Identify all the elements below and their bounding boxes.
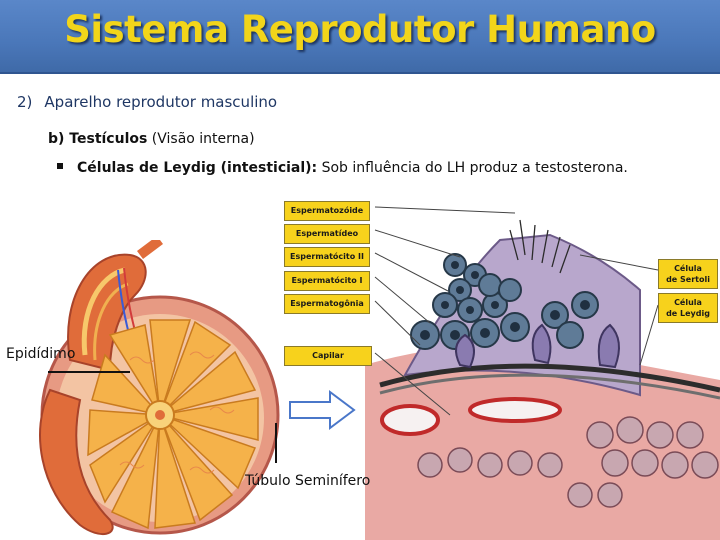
subtitle-text: Aparelho reprodutor masculino bbox=[44, 93, 278, 111]
right-arrow-icon bbox=[289, 390, 356, 430]
tubulo-leader-line bbox=[275, 423, 277, 463]
section-rest: (Visão interna) bbox=[147, 131, 255, 147]
label-epididimo: Epidídimo bbox=[6, 346, 76, 362]
tag-espermatocito-2: Espermatócito II bbox=[284, 247, 370, 267]
tag-leydig-line1: Célula bbox=[674, 298, 702, 307]
subtitle: 2) Aparelho reprodutor masculino bbox=[17, 93, 277, 111]
seminiferous-tubule-micro bbox=[365, 206, 720, 540]
tag-sertoli-line2: de Sertoli bbox=[666, 275, 710, 284]
epididimo-leader-line bbox=[48, 371, 130, 373]
tag-leydig-line2: de Leydig bbox=[666, 309, 710, 318]
tag-espermatideo: Espermatídeo bbox=[284, 224, 370, 244]
subtitle-number: 2) bbox=[17, 93, 33, 111]
section-bold: b) Testículos bbox=[48, 131, 148, 147]
bullet-bold: Células de Leydig (intesticial): bbox=[77, 160, 318, 176]
tag-sertoli-line1: Célula bbox=[674, 264, 702, 273]
bullet-item: Células de Leydig (intesticial): Sob inf… bbox=[57, 160, 628, 176]
bullet-icon bbox=[57, 163, 63, 169]
tag-espermatozoide: Espermatozóide bbox=[284, 201, 370, 221]
bullet-rest: Sob influência do LH produz a testostero… bbox=[317, 160, 628, 176]
tag-capilar: Capilar bbox=[284, 346, 372, 366]
section-heading: b) Testículos (Visão interna) bbox=[48, 131, 255, 147]
slide-title: Sistema Reprodutor Humano bbox=[64, 8, 656, 51]
tag-celula-sertoli: Célula de Sertoli bbox=[658, 259, 718, 289]
label-tubulo-seminifero: Túbulo Seminífero bbox=[245, 473, 371, 489]
title-bar: Sistema Reprodutor Humano bbox=[0, 0, 720, 74]
testis-illustration bbox=[39, 240, 280, 535]
tag-espermatogonia: Espermatogônia bbox=[284, 294, 370, 314]
tag-espermatocito-1: Espermatócito I bbox=[284, 271, 370, 291]
tag-celula-leydig: Célula de Leydig bbox=[658, 293, 718, 323]
